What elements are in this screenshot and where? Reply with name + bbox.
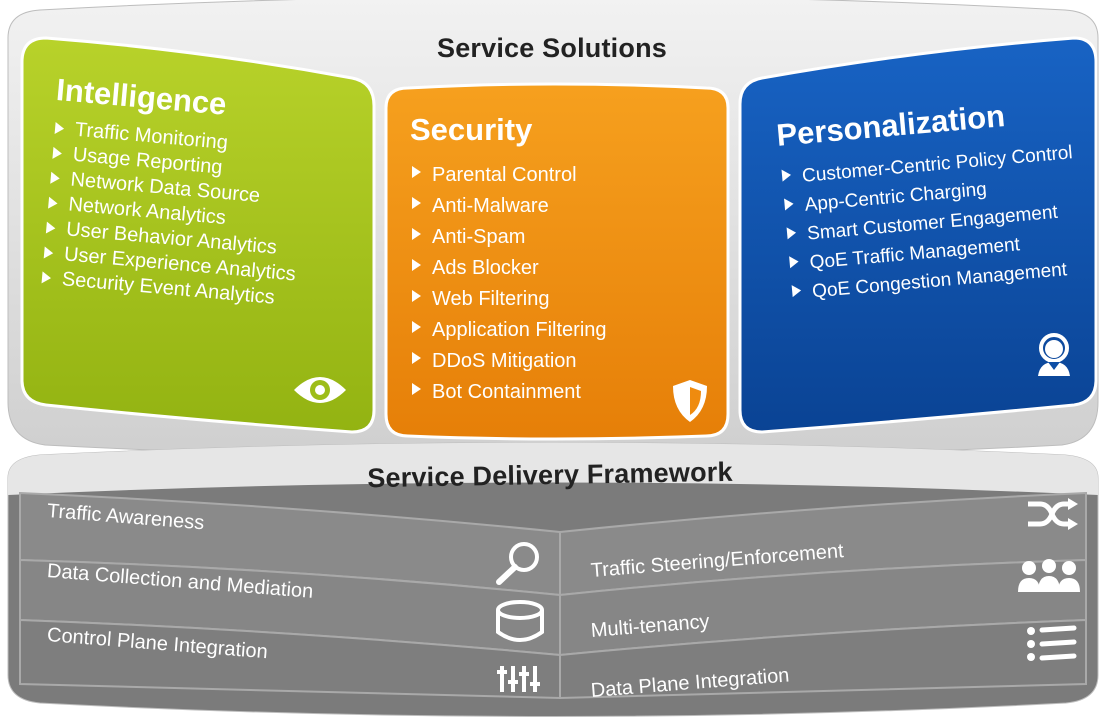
framework-right-row-3 [559, 618, 1087, 700]
shuffle-icon [1028, 498, 1078, 530]
security-item: Anti-Malware [410, 191, 607, 222]
security-list: Parental Control Anti-Malware Anti-Spam … [410, 160, 607, 408]
intelligence-list: Traffic Monitoring Usage Reporting Netwo… [39, 116, 308, 313]
security-title: Security [410, 112, 533, 147]
security-item: Ads Blocker [410, 253, 607, 284]
database-icon [496, 600, 544, 642]
security-item: Bot Containment [410, 377, 607, 408]
security-content: Security Parental Control Anti-Malware A… [410, 112, 607, 408]
user-headset-icon [1038, 333, 1070, 376]
security-item: Parental Control [410, 160, 607, 191]
personalization-list: Customer-Centric Policy Control App-Cent… [779, 138, 1084, 308]
security-item: Anti-Spam [410, 222, 607, 253]
framework-header-band [8, 442, 1098, 495]
security-item: DDoS Mitigation [410, 346, 607, 377]
arrows-sliders-icon [497, 666, 540, 692]
eye-icon [294, 377, 346, 403]
magnifier-icon [496, 542, 539, 585]
group-users-icon [1018, 559, 1080, 592]
personalization-content: Personalization Customer-Centric Policy … [775, 92, 1084, 308]
list-icon [1027, 625, 1077, 661]
security-card [384, 82, 730, 441]
security-item: Web Filtering [410, 284, 607, 315]
shield-icon [673, 380, 707, 422]
intelligence-content: Intelligence Traffic Monitoring Usage Re… [39, 72, 311, 312]
solutions-title: Service Solutions [437, 33, 667, 63]
security-item: Application Filtering [410, 315, 607, 346]
